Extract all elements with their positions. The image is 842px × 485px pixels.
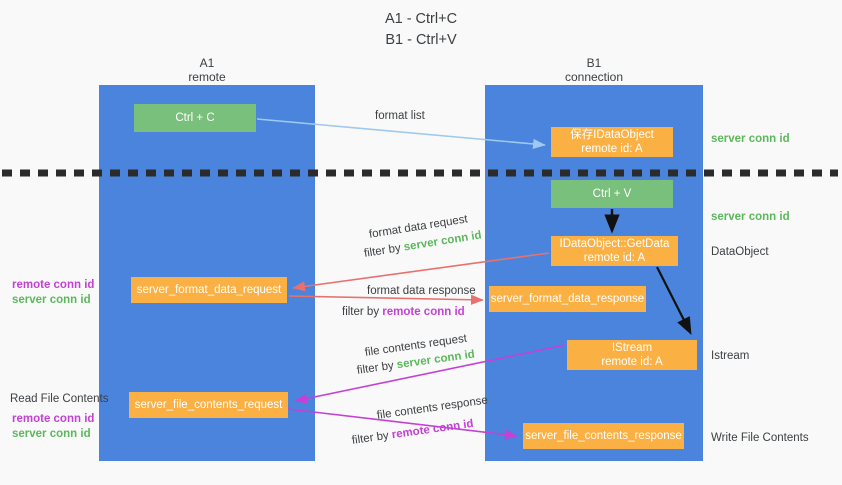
left-label-server-conn-id-1: server conn id [12, 294, 91, 306]
edge-label-format-data-response: format data response [367, 285, 476, 297]
node-istream[interactable]: IStream remote id: A [567, 340, 697, 370]
node-server-format-data-response-label: server_format_data_response [490, 293, 645, 305]
filter-prefix: filter by [356, 359, 398, 377]
swimlane-a1-header: A1 remote [188, 56, 226, 84]
edge-label-format-data-response-filter: filter by remote conn id [342, 305, 465, 320]
node-istream-label: IStream remote id: A [601, 342, 663, 368]
right-label-write-file-contents: Write File Contents [711, 432, 809, 444]
node-save-idataobject-label: 保存IDataObject remote id: A [570, 129, 654, 155]
node-save-idataobject[interactable]: 保存IDataObject remote id: A [551, 127, 673, 157]
node-idataobject-getdata-label: IDataObject::GetData remote id: A [559, 238, 670, 264]
filter-key-remote-conn-id: remote conn id [391, 417, 475, 442]
left-label-remote-conn-id-1: remote conn id [12, 279, 95, 291]
filter-key-remote-conn-id: remote conn id [382, 306, 465, 318]
node-ctrl-c-label: Ctrl + C [175, 112, 215, 124]
left-label-read-file-contents: Read File Contents [10, 393, 109, 405]
left-label-server-conn-id-2: server conn id [12, 428, 91, 440]
node-idataobject-getdata[interactable]: IDataObject::GetData remote id: A [551, 236, 678, 266]
node-server-format-data-response[interactable]: server_format_data_response [489, 286, 646, 312]
node-server-file-contents-response-label: server_file_contents_response [525, 430, 682, 442]
node-server-file-contents-response[interactable]: server_file_contents_response [523, 423, 684, 449]
right-label-dataobject: DataObject [711, 246, 769, 258]
right-label-istream: Istream [711, 350, 750, 362]
filter-prefix: filter by [342, 306, 383, 318]
node-server-file-contents-request-label: server_file_contents_request [134, 399, 283, 411]
node-ctrl-v-label: Ctrl + V [592, 188, 632, 200]
filter-prefix: filter by [351, 429, 393, 447]
left-label-remote-conn-id-2: remote conn id [12, 413, 95, 425]
edge-label-file-contents-response-filter: filter by remote conn id [351, 417, 475, 449]
node-ctrl-c[interactable]: Ctrl + C [134, 104, 256, 132]
swimlane-b1-header: B1 connection [564, 56, 624, 84]
filter-prefix: filter by [363, 241, 405, 260]
node-server-format-data-request[interactable]: server_format_data_request [131, 277, 287, 303]
node-server-format-data-request-label: server_format_data_request [136, 284, 282, 296]
node-ctrl-v[interactable]: Ctrl + V [551, 180, 673, 208]
edge-label-format-list: format list [375, 110, 425, 122]
node-server-file-contents-request[interactable]: server_file_contents_request [129, 392, 288, 418]
page-title: A1 - Ctrl+C B1 - Ctrl+V [384, 11, 458, 48]
right-label-server-conn-id-mid: server conn id [711, 211, 790, 223]
right-label-server-conn-id-top: server conn id [711, 133, 790, 145]
